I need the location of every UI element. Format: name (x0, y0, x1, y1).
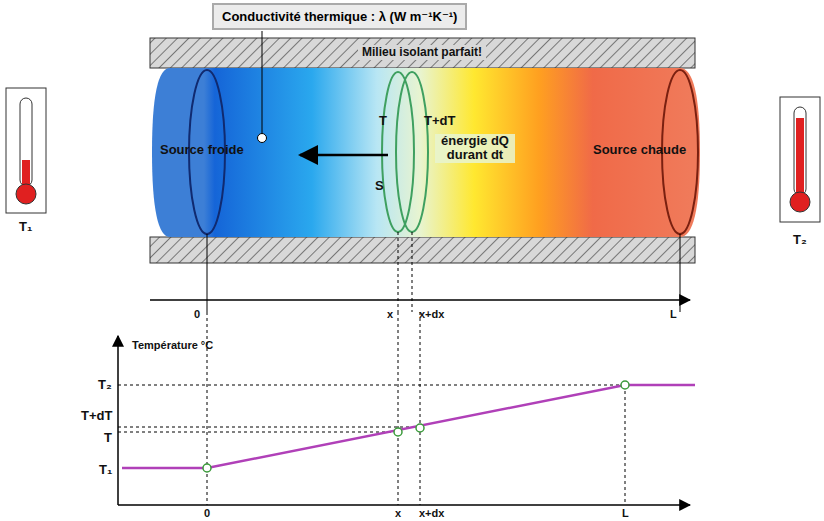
position-axis (150, 299, 690, 301)
temperature-t: T (379, 114, 387, 128)
axis-tick: x (387, 308, 393, 320)
level-lines (118, 385, 625, 432)
leader-dot (258, 134, 267, 143)
thermometer-cold (6, 88, 46, 213)
axis-tick: T₂ (98, 378, 112, 392)
axis-tick: L (670, 308, 677, 320)
insulation-band (150, 38, 695, 68)
axis-tick: x+dx (419, 308, 444, 320)
property-label: Conductivité thermique : λ (W m⁻¹K⁻¹) (222, 9, 457, 24)
thermometer-hot (780, 97, 820, 222)
axis-tick: T (104, 431, 112, 445)
conducting-bar (152, 68, 700, 237)
cold-source-label: Source froide (160, 143, 244, 157)
section-x-dx (396, 72, 428, 232)
temperature-axis (117, 336, 119, 505)
insulation-label: Milieu isolant parfait! (358, 45, 486, 60)
energy-label: énergie dQ durant dt (435, 134, 515, 163)
axis-tick: 0 (204, 507, 210, 519)
axis-tick: x (395, 507, 401, 519)
section-x (382, 72, 414, 232)
axis-title: Température °C (132, 339, 213, 351)
leader-line (262, 31, 263, 134)
axis-tick: T+dT (81, 409, 112, 423)
guide-lines (207, 232, 680, 505)
insulation-band (150, 237, 695, 263)
axis-tick: T₁ (99, 463, 112, 477)
axis-tick: 0 (194, 308, 200, 320)
hot-source-label: Source chaude (593, 143, 686, 157)
profile-points (203, 381, 629, 472)
thermometer-label: T₂ (793, 233, 807, 247)
thermometer-label: T₁ (19, 220, 32, 234)
temperature-profile (122, 385, 695, 468)
heat-flow-arrow (300, 154, 388, 157)
axis-tick: x+dx (419, 507, 444, 519)
temperature-t-dt: T+dT (424, 114, 455, 128)
property-box: Conductivité thermique : λ (W m⁻¹K⁻¹) (212, 3, 467, 30)
axis-tick: L (622, 507, 629, 519)
section-label: S (375, 179, 384, 193)
x-axis (118, 504, 690, 506)
